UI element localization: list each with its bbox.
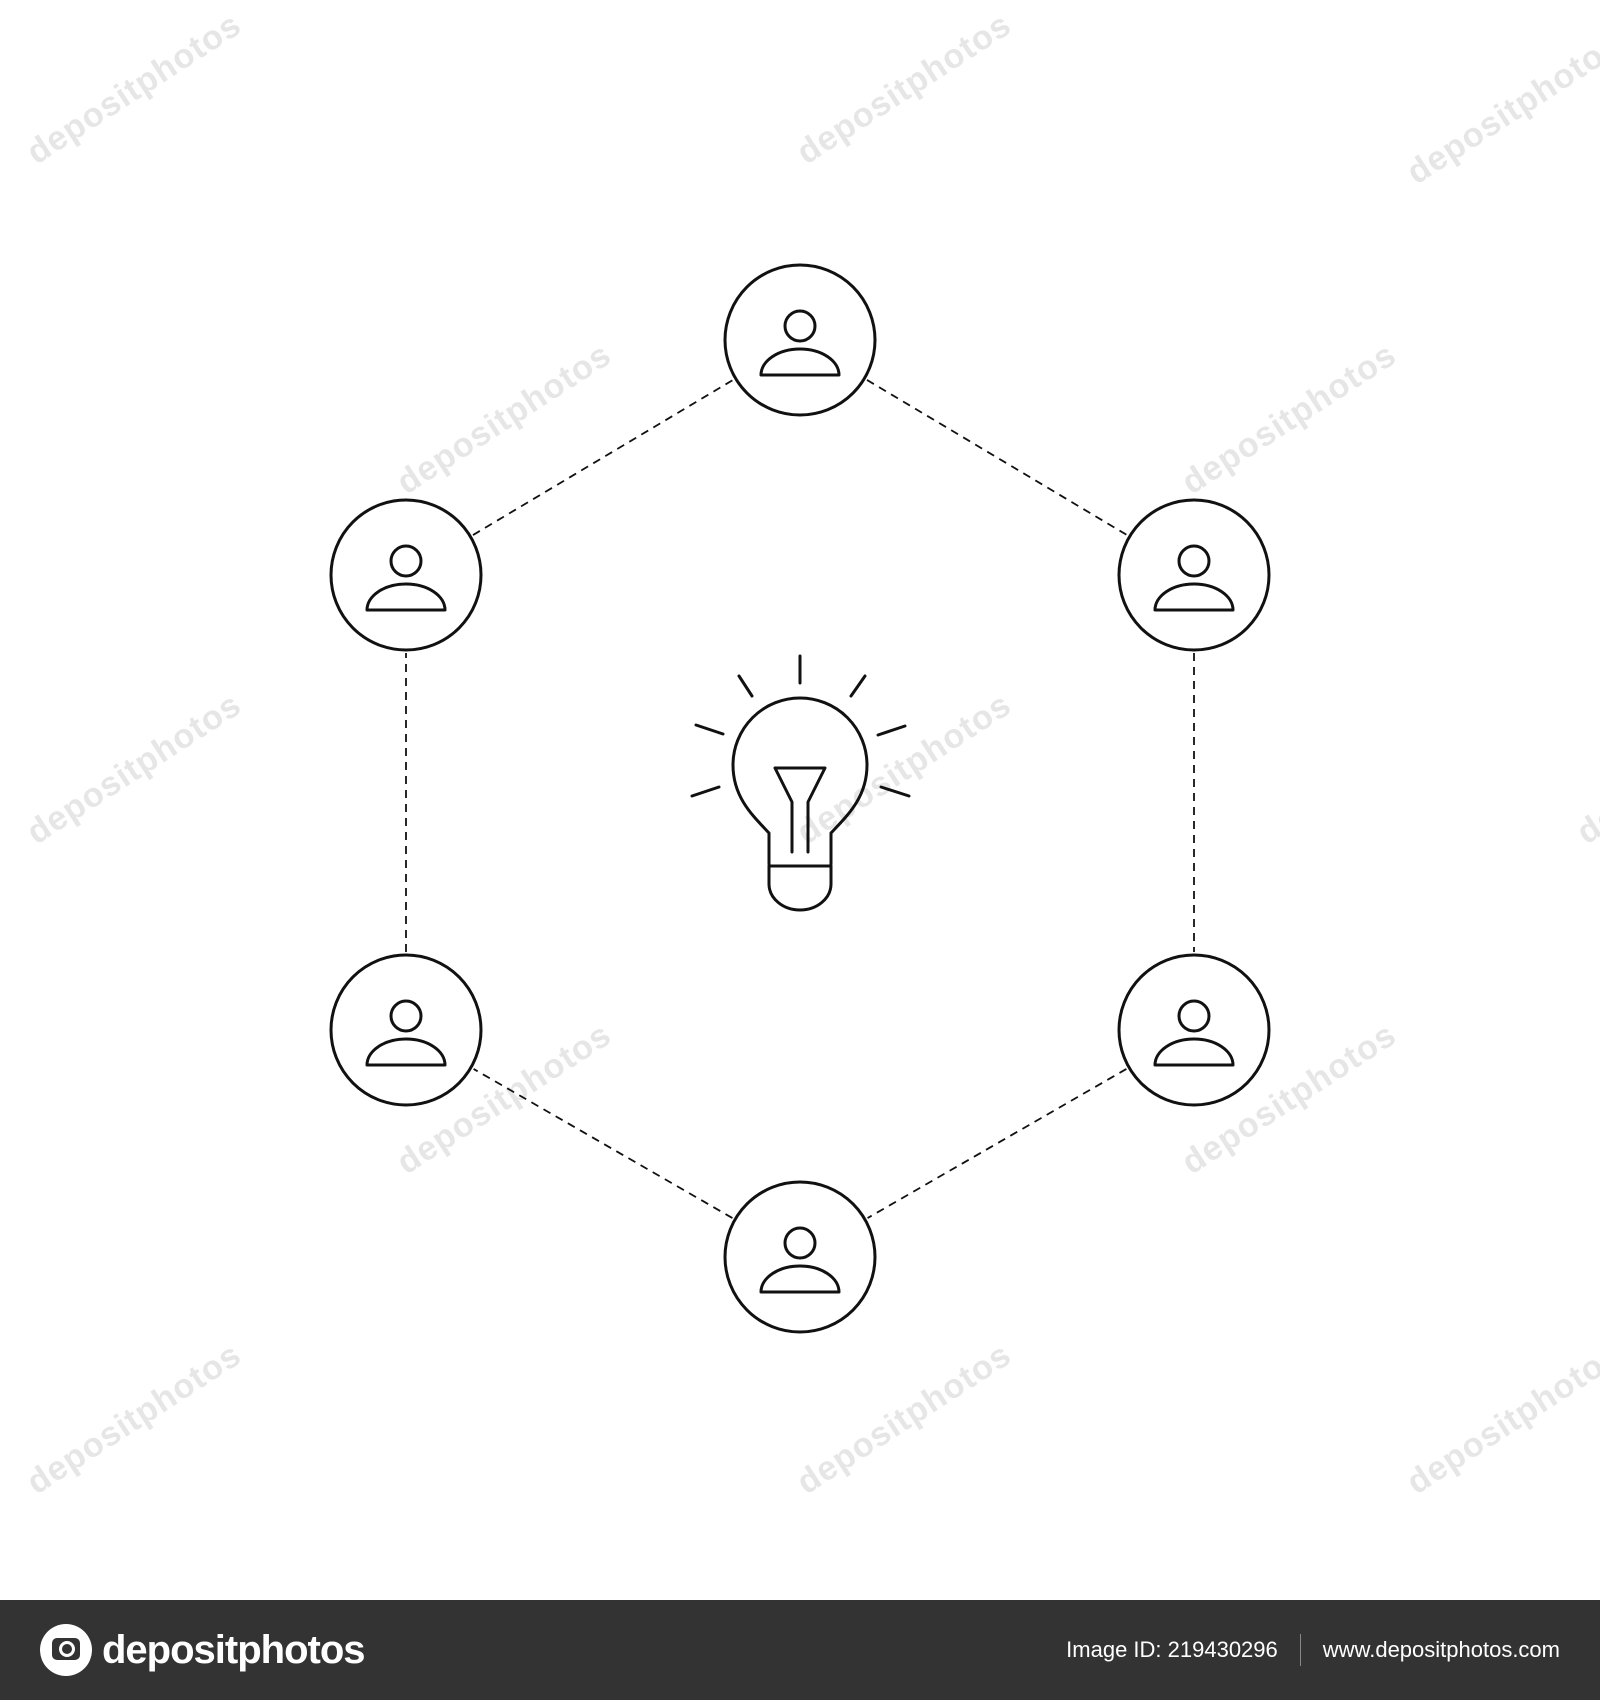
user-node-bottom (723, 1180, 877, 1334)
dashed-connection (473, 1068, 733, 1219)
divider (1299, 1634, 1301, 1666)
user-node-top (723, 263, 877, 417)
user-node-lower-left (329, 953, 483, 1107)
user-icon (759, 309, 841, 377)
user-icon (1153, 999, 1235, 1067)
footer-meta: Image ID: 219430296 www.depositphotos.co… (1066, 1634, 1560, 1666)
team-idea-diagram (329, 263, 1271, 1334)
node-circle (1117, 498, 1271, 652)
camera-icon (40, 1624, 92, 1676)
dashed-connections (405, 379, 1195, 1219)
node-circle (329, 953, 483, 1107)
brand-logo: depositphotos (40, 1624, 366, 1676)
node-circle (329, 498, 483, 652)
user-nodes (329, 263, 1271, 1334)
user-node-upper-left (329, 498, 483, 652)
user-icon (365, 544, 447, 612)
footer-bar: depositphotos Image ID: 219430296 www.de… (0, 1600, 1600, 1700)
node-circle (723, 263, 877, 417)
user-icon (1153, 544, 1235, 612)
dashed-connection (867, 1068, 1127, 1219)
brand-name: depositphotos (102, 1627, 366, 1672)
user-icon (365, 999, 447, 1067)
user-node-upper-right (1117, 498, 1271, 652)
site-url: www.depositphotos.com (1322, 1637, 1560, 1662)
user-node-lower-right (1117, 953, 1271, 1107)
lightbulb-icon (690, 654, 911, 912)
node-circle (1117, 953, 1271, 1107)
node-circle (723, 1180, 877, 1334)
image-id: Image ID: 219430296 (1066, 1637, 1278, 1662)
dashed-connection (866, 379, 1128, 536)
user-icon (759, 1226, 841, 1294)
dashed-connection (472, 379, 734, 536)
